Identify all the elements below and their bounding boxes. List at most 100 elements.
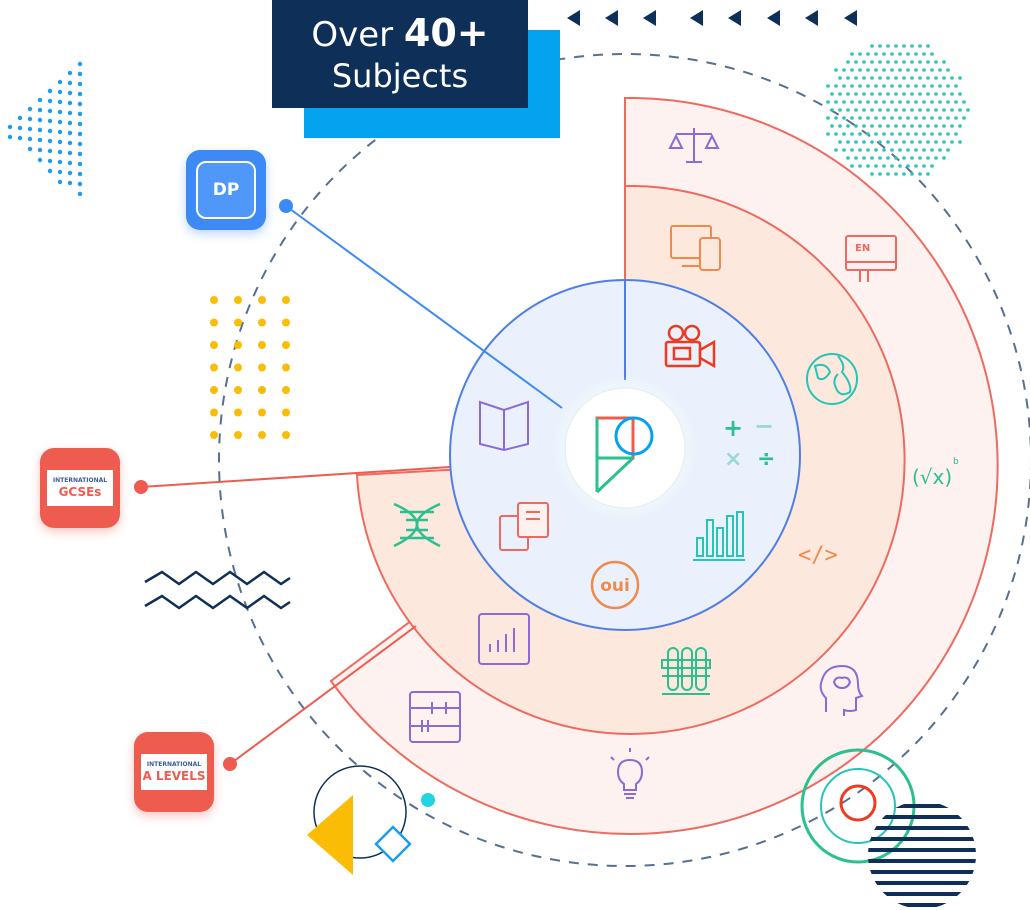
gcse-badge[interactable]: INTERNATIONAL GCSEs — [40, 448, 120, 528]
decor-dot — [918, 108, 922, 112]
decor-dot — [57, 119, 63, 125]
brand-logo-icon — [595, 416, 654, 494]
decor-dot — [67, 100, 73, 106]
decor-dot — [67, 80, 73, 86]
decor-dot — [922, 52, 926, 56]
decor-dot — [902, 156, 906, 160]
decor-dot — [922, 116, 926, 120]
decor-dot — [826, 116, 830, 120]
decor-dot — [934, 124, 938, 128]
decor-dot — [67, 90, 73, 96]
french-label: oui — [600, 576, 630, 596]
decor-dot — [942, 76, 946, 80]
alevel-badge[interactable]: INTERNATIONAL A LEVELS — [134, 732, 214, 812]
decor-dot — [854, 108, 858, 112]
decor-dot — [47, 88, 53, 94]
decor-dot — [942, 92, 946, 96]
decor-dot — [67, 140, 73, 146]
decor-dot — [838, 76, 842, 80]
decor-dot — [882, 132, 886, 136]
statistics-chart-icon — [478, 613, 530, 665]
decor-dot — [854, 92, 858, 96]
gcse-badge-top: INTERNATIONAL — [52, 477, 108, 484]
decor-dot — [842, 84, 846, 88]
decor-dot — [898, 164, 902, 168]
decor-dot — [834, 132, 838, 136]
decor-dot — [7, 124, 13, 130]
decor-dot — [874, 116, 878, 120]
decor-dot — [77, 151, 83, 157]
decor-dot — [902, 44, 906, 48]
decor-dot — [47, 128, 53, 134]
decor-dot — [886, 44, 890, 48]
decor-dot — [67, 110, 73, 116]
decor-dot — [17, 135, 23, 141]
lightbulb-icon — [610, 748, 650, 799]
decor-dot — [866, 100, 870, 104]
decor-dot — [886, 124, 890, 128]
dp-badge[interactable]: DP — [186, 150, 266, 230]
decor-dot — [870, 108, 874, 112]
decor-dot — [854, 156, 858, 160]
decor-dot — [57, 89, 63, 95]
decor-dot — [898, 132, 902, 136]
triangle-row-decoration — [567, 10, 857, 26]
decor-dot — [954, 132, 958, 136]
decor-dot — [950, 108, 954, 112]
subjects-title-block: Over 40+ Subjects — [272, 0, 562, 140]
decor-dot — [846, 108, 850, 112]
decor-dot — [846, 124, 850, 128]
film-camera-icon — [664, 324, 716, 369]
decor-dot — [922, 164, 926, 168]
decor-dot — [950, 92, 954, 96]
decor-dot — [870, 172, 874, 176]
teal-dot-pattern — [826, 44, 970, 176]
decor-dot — [922, 100, 926, 104]
decor-dot — [890, 148, 894, 152]
decor-dot — [882, 52, 886, 56]
decor-dot — [838, 124, 842, 128]
decor-dot — [77, 61, 83, 67]
cyan-dot-decoration — [421, 793, 435, 807]
blue-diamond-decoration — [374, 825, 412, 863]
decor-dot — [922, 84, 926, 88]
decor-dot — [57, 79, 63, 85]
decor-dot — [882, 116, 886, 120]
striped-circle-decoration — [868, 804, 976, 907]
decor-dot — [898, 68, 902, 72]
decor-dot — [914, 100, 918, 104]
decor-dot — [37, 117, 43, 123]
decor-dot — [47, 158, 53, 164]
decor-dot — [894, 92, 898, 96]
decor-dot — [898, 52, 902, 56]
decor-dot — [906, 148, 910, 152]
decor-dot — [910, 76, 914, 80]
decor-dot — [878, 92, 882, 96]
english-label: EN — [855, 243, 870, 254]
decor-dot — [906, 132, 910, 136]
decor-dot — [906, 52, 910, 56]
decor-dot — [938, 116, 942, 120]
decor-dot — [918, 172, 922, 176]
decor-dot — [878, 108, 882, 112]
decor-dot — [906, 164, 910, 168]
sqrt-exponent-label: b — [953, 457, 959, 467]
decor-dot — [874, 148, 878, 152]
decor-dot — [77, 111, 83, 117]
decor-dot — [37, 157, 43, 163]
decor-dot — [946, 84, 950, 88]
decor-dot — [77, 71, 83, 77]
decor-dot — [77, 141, 83, 147]
decor-dot — [846, 60, 850, 64]
red-ring-inner — [839, 784, 877, 822]
decor-dot — [842, 68, 846, 72]
blue-dot-triangle — [7, 61, 83, 197]
decor-dot — [950, 124, 954, 128]
svg-text:+: + — [723, 414, 743, 442]
english-book-icon — [845, 235, 897, 282]
decor-dot — [938, 148, 942, 152]
decor-dot — [282, 318, 290, 327]
gcse-connector-dot — [134, 480, 148, 494]
decor-dot — [942, 60, 946, 64]
decor-dot — [834, 116, 838, 120]
